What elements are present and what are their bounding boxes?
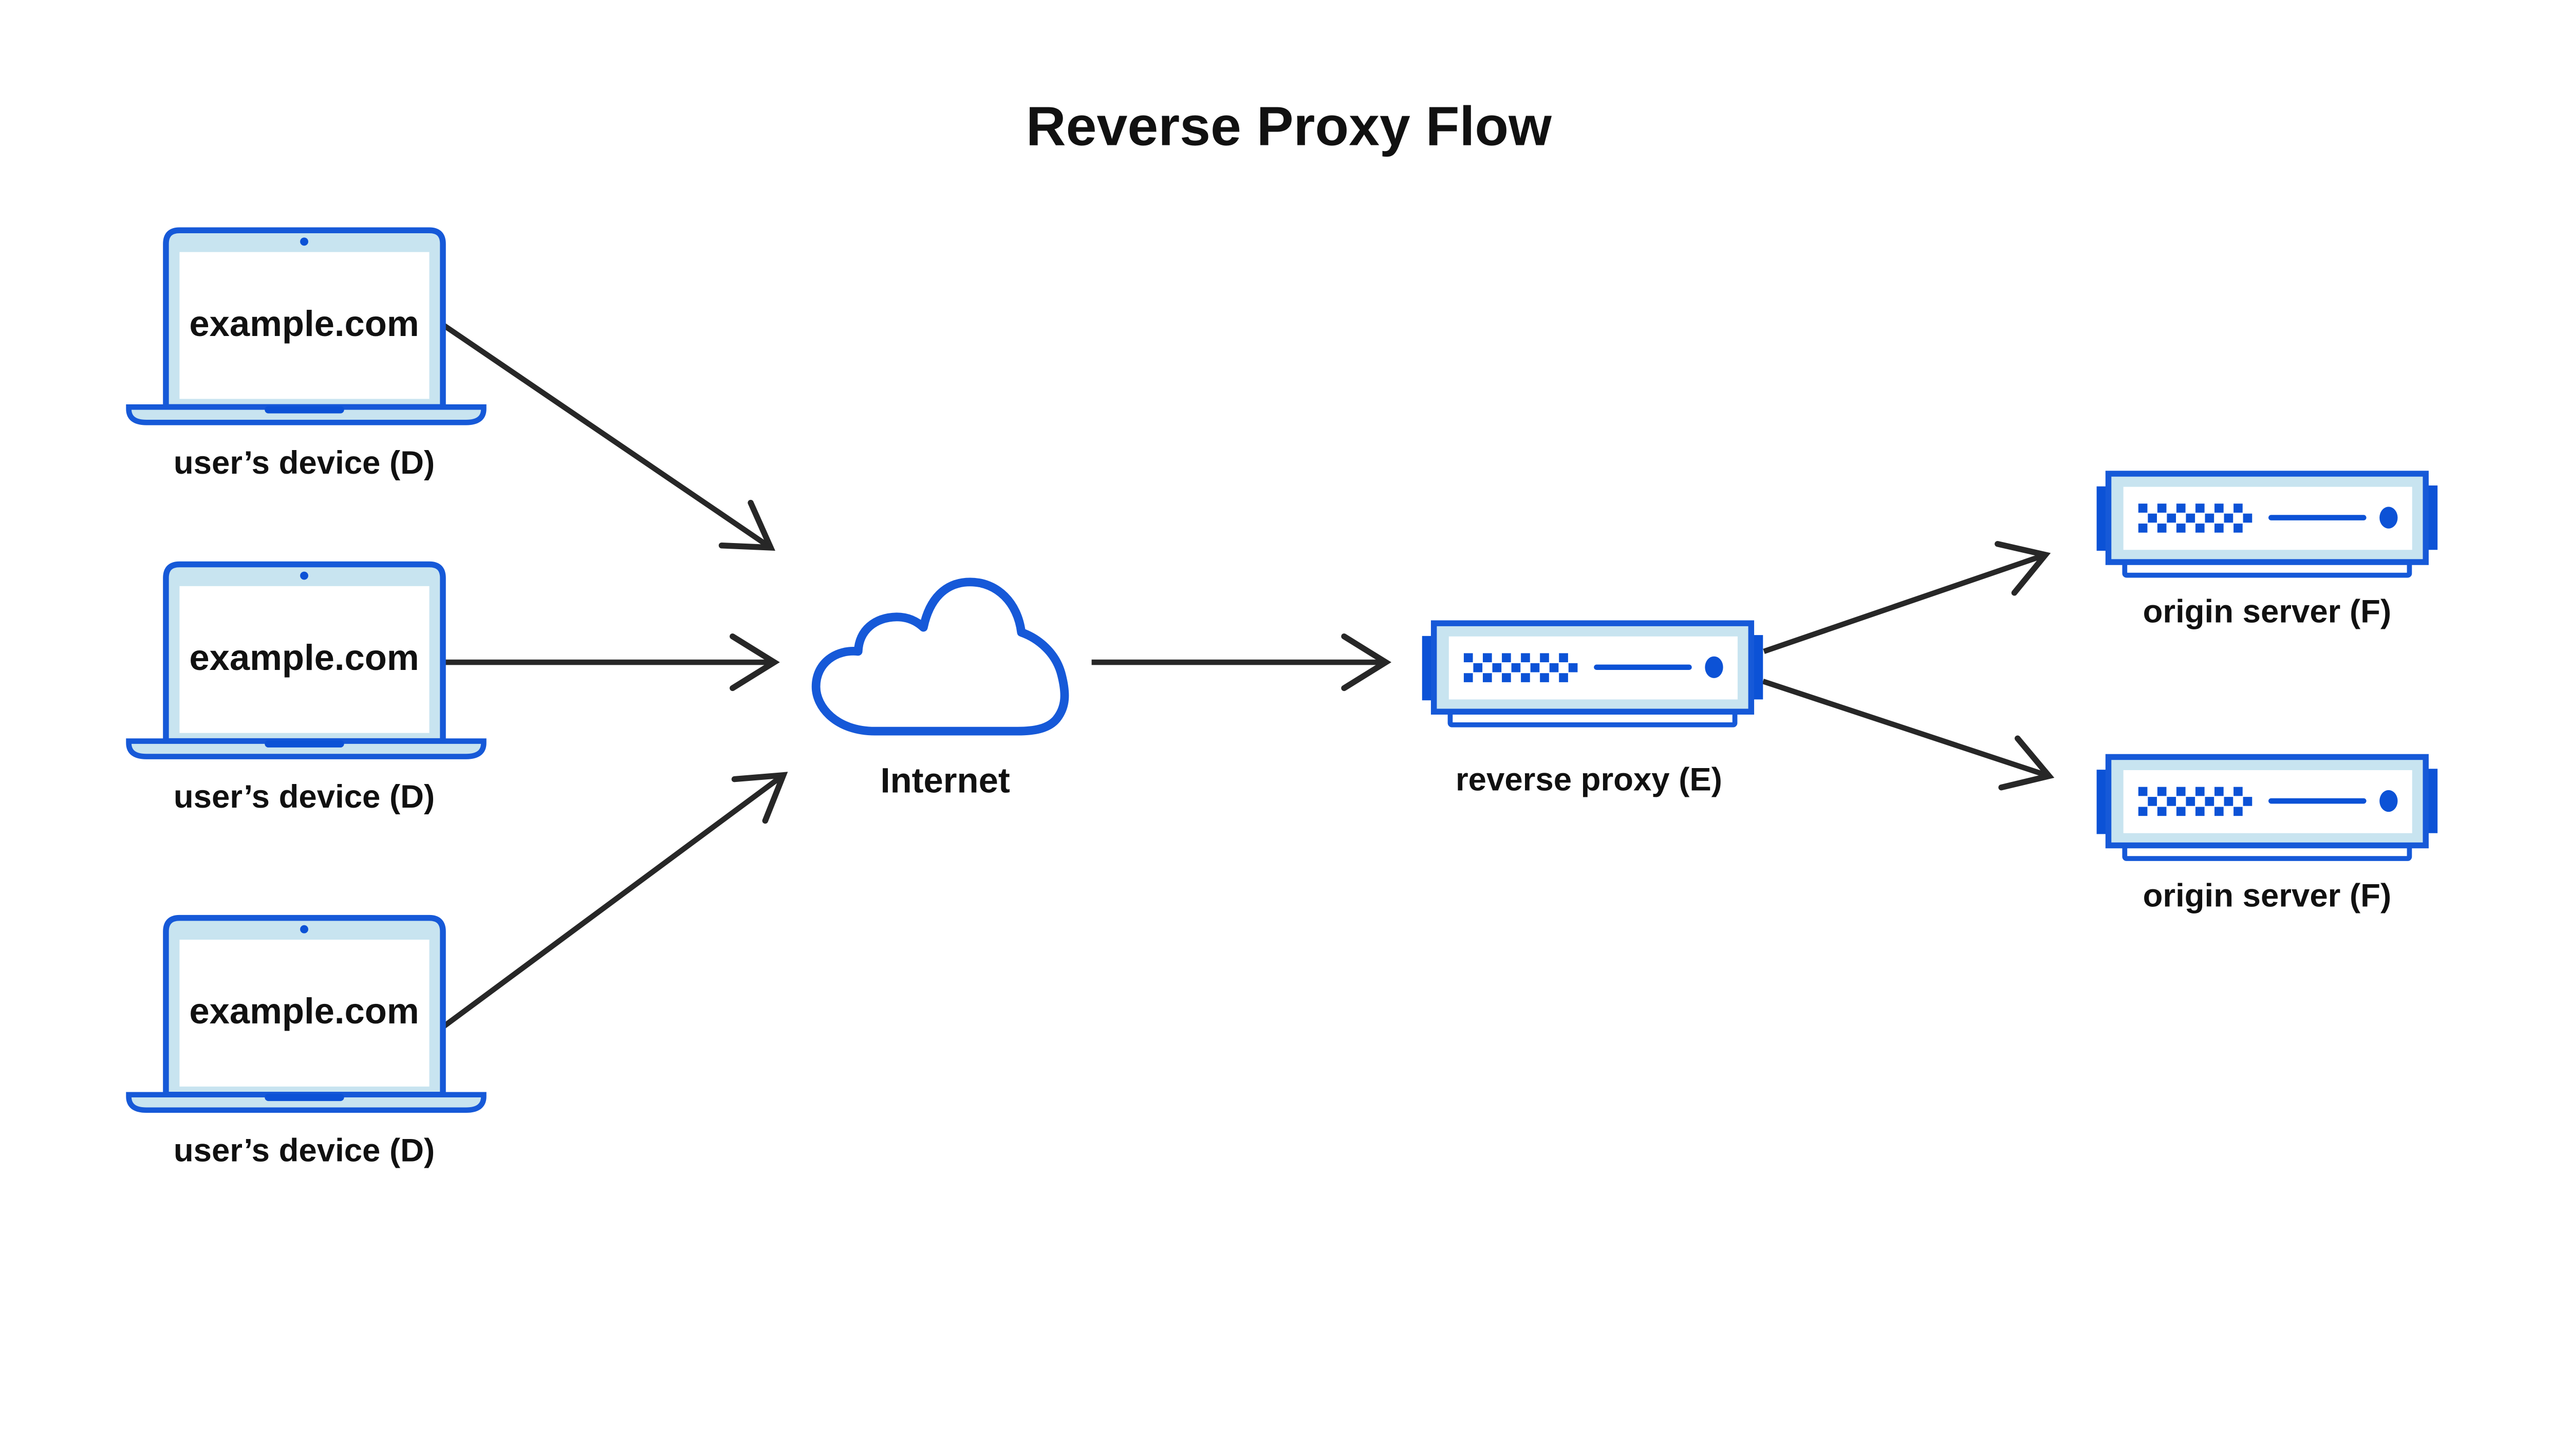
- origin-server-node-2: origin server (F): [2097, 757, 2437, 914]
- internet-node: Internet: [811, 577, 1069, 800]
- origin-server-label: origin server (F): [2143, 878, 2392, 914]
- arrow-device3-to-internet: [441, 772, 788, 1029]
- device-screen-text: example.com: [189, 991, 419, 1031]
- cloud-icon: [811, 577, 1069, 736]
- arrow-proxy-to-origin1: [1763, 540, 2051, 654]
- server-icon: [1422, 623, 1763, 725]
- device-screen-text: example.com: [189, 303, 419, 344]
- device-label: user’s device (D): [174, 778, 435, 815]
- user-device-node-3: example.com user’s device (D): [129, 918, 484, 1168]
- server-icon: [2097, 474, 2437, 575]
- reverse-proxy-label: reverse proxy (E): [1456, 761, 1722, 798]
- arrow-proxy-to-origin2: [1762, 679, 2055, 791]
- server-icon: [2097, 757, 2437, 858]
- user-device-node-2: example.com user’s device (D): [129, 564, 484, 815]
- page-title: Reverse Proxy Flow: [1026, 95, 1552, 157]
- reverse-proxy-node: reverse proxy (E): [1422, 623, 1763, 798]
- origin-server-label: origin server (F): [2143, 593, 2392, 629]
- device-label: user’s device (D): [174, 444, 435, 481]
- device-label: user’s device (D): [174, 1132, 435, 1168]
- reverse-proxy-flow-diagram: Reverse Proxy Flow example.com user’s de…: [125, 95, 2441, 1169]
- diagram-page: Reverse Proxy Flow example.com user’s de…: [125, 95, 2441, 1169]
- user-device-node-1: example.com user’s device (D): [129, 230, 484, 481]
- internet-label: Internet: [880, 760, 1010, 800]
- origin-server-node-1: origin server (F): [2097, 474, 2437, 629]
- arrow-device1-to-internet: [440, 322, 775, 551]
- device-screen-text: example.com: [189, 637, 419, 678]
